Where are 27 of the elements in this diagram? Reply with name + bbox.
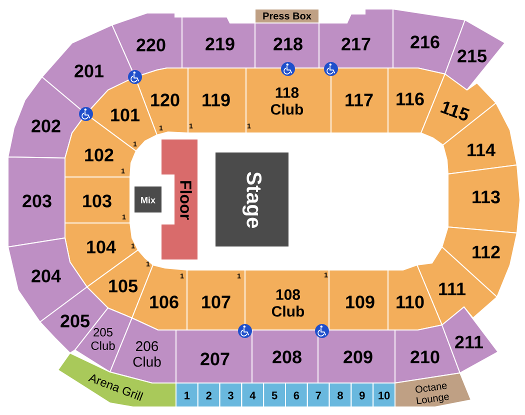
seating-section: 217: [318, 8, 394, 68]
stage: Stage: [214, 152, 290, 248]
seating-section: 113: [448, 164, 520, 234]
seat-box: 2: [197, 382, 220, 408]
seat-box: 6: [285, 382, 308, 408]
mix-position: Mix: [134, 186, 162, 214]
seat-box: 10: [372, 382, 396, 408]
seat-box: 1: [176, 382, 198, 408]
seating-section: 207: [176, 330, 252, 384]
lounge-area: Octane Lounge: [394, 372, 472, 408]
node-label: 114: [468, 144, 496, 156]
seat-box: 7: [306, 382, 330, 408]
seat-box: 3: [219, 382, 242, 408]
seat-box: 9: [350, 382, 374, 408]
node-label: 112: [472, 246, 500, 258]
seating-section: 219: [182, 16, 256, 68]
seating-section: 209: [318, 330, 396, 384]
seating-section: 109: [328, 270, 388, 330]
seat-box: 4: [241, 382, 264, 408]
seating-section: 208: [252, 330, 318, 384]
seating-section: 117: [330, 68, 388, 134]
seat-box: 5: [263, 382, 286, 408]
seat-box: 8: [328, 382, 352, 408]
node-label: 113: [472, 190, 500, 204]
floor-area: Floor: [160, 138, 198, 260]
seating-section: 218: [254, 22, 320, 68]
press-box: Press Box: [254, 8, 320, 24]
